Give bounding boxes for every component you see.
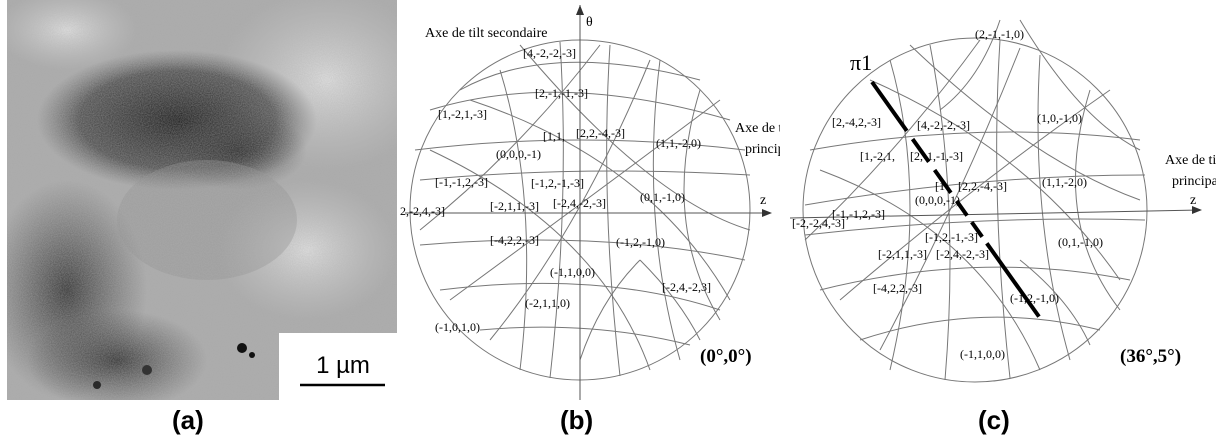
stereo-projection-c: π1 Axe de tilt principal z (2,-1,-1,0) [… [780,0,1216,437]
pole-label: (-2,1,1,0) [525,296,570,310]
micrograph-image: 1 µm [0,0,437,410]
pole-label: [2,2,-4,-3] [576,126,625,140]
pole-label: [-2,1,1,-3] [878,247,927,261]
pole-label: (-1,2,-1,0) [616,235,665,249]
principal-axis-label-1: Axe de tilt [735,121,780,136]
pole-label: (0,0,0,-1) [915,193,960,207]
pole-label: [-2,4,-2,3] [662,280,711,294]
stereogram-b: Axe de tilt secondaire θ Axe de tilt pri… [400,5,795,400]
pole-label: [-2,1,1,-3] [490,199,539,213]
pole-label: [2,-4,2,-3] [832,115,881,129]
pole-label: [2,-1,-1,-3] [910,149,963,163]
pole-label: [1,1, [543,129,565,143]
pole-label: 2,-2,4,-3] [400,204,445,218]
principal-axis-label-1: Axe de tilt [1165,153,1216,168]
pole-label: (-1,1,0,0) [960,347,1005,361]
z-label: z [1190,193,1196,208]
pole-label: (-1,2,-1,0) [1010,291,1059,305]
pole-label: (1,0,-1,0) [1037,111,1082,125]
secondary-axis-label: Axe de tilt secondaire [425,26,547,41]
principal-axis-label-2: principal [1172,174,1216,189]
stereo-projection-b: Axe de tilt secondaire θ Axe de tilt pri… [400,0,795,437]
theta-label: θ [586,15,593,30]
pole-label: (1,1,-2,0) [656,136,701,150]
pole-label: [-1,-1,2,-3] [435,175,488,189]
principal-axis-label-2: principal [745,142,780,157]
tilt-angle-label: (0°,0°) [700,346,752,367]
pole-label: (2,-1,-1,0) [975,27,1024,41]
pole-label: [4,-2,-2,-3] [523,46,576,60]
pole-label: [2,-1,-1,-3] [535,86,588,100]
trace-pi1-line [870,80,1064,351]
pole-label: (0,1,-1,0) [1058,235,1103,249]
pole-label: (-1,1,0,0) [550,265,595,279]
pole-label: [-4,2,2,-3] [490,233,539,247]
pole-label: [1,-2,1, [860,149,895,163]
theta-arrow-icon [576,5,584,15]
caption-c: (c) [978,405,1010,435]
pole-label: (1,1,-2,0) [1042,175,1087,189]
pole-label: [-1,-1,2,-3] [832,207,885,221]
pole-label: [-4,2,2,-3] [873,281,922,295]
z-arrow-icon [1192,206,1202,214]
trace-pi1-label: π1 [850,50,872,75]
stereogram-c: π1 Axe de tilt principal z (2,-1,-1,0) [… [789,19,1216,383]
caption-b: (b) [560,405,594,435]
z-label: z [760,193,766,208]
pole-label: (0,0,0,-1) [496,147,541,161]
pole-label: [2,2,-4,-3] [958,179,1007,193]
z-arrow-icon [762,209,772,217]
pole-label: [-1,2,-1,-3] [531,176,584,190]
pole-label: [4,-2,-2,-3] [917,118,970,132]
tilt-angle-label: (36°,5°) [1120,346,1181,367]
pole-label: [1 [935,179,945,193]
pole-label: [-2,4,-2,-3] [936,247,989,261]
primitive-circle [802,37,1148,383]
pole-label: (0,1,-1,0) [640,190,685,204]
z-axis [789,209,1201,219]
pole-label: [-1,2,-1,-3] [925,230,978,244]
pole-label: [-2,-2,4,-3] [792,216,845,230]
scale-bar-label: 1 µm [316,352,370,379]
pole-label: [1,-2,1,-3] [438,107,487,121]
caption-a: (a) [172,405,204,435]
pole-label: (-1,0,1,0) [435,320,480,334]
tem-micrograph: 1 µm [0,0,437,410]
pole-label: [-2,4,-2,-3] [553,196,606,210]
